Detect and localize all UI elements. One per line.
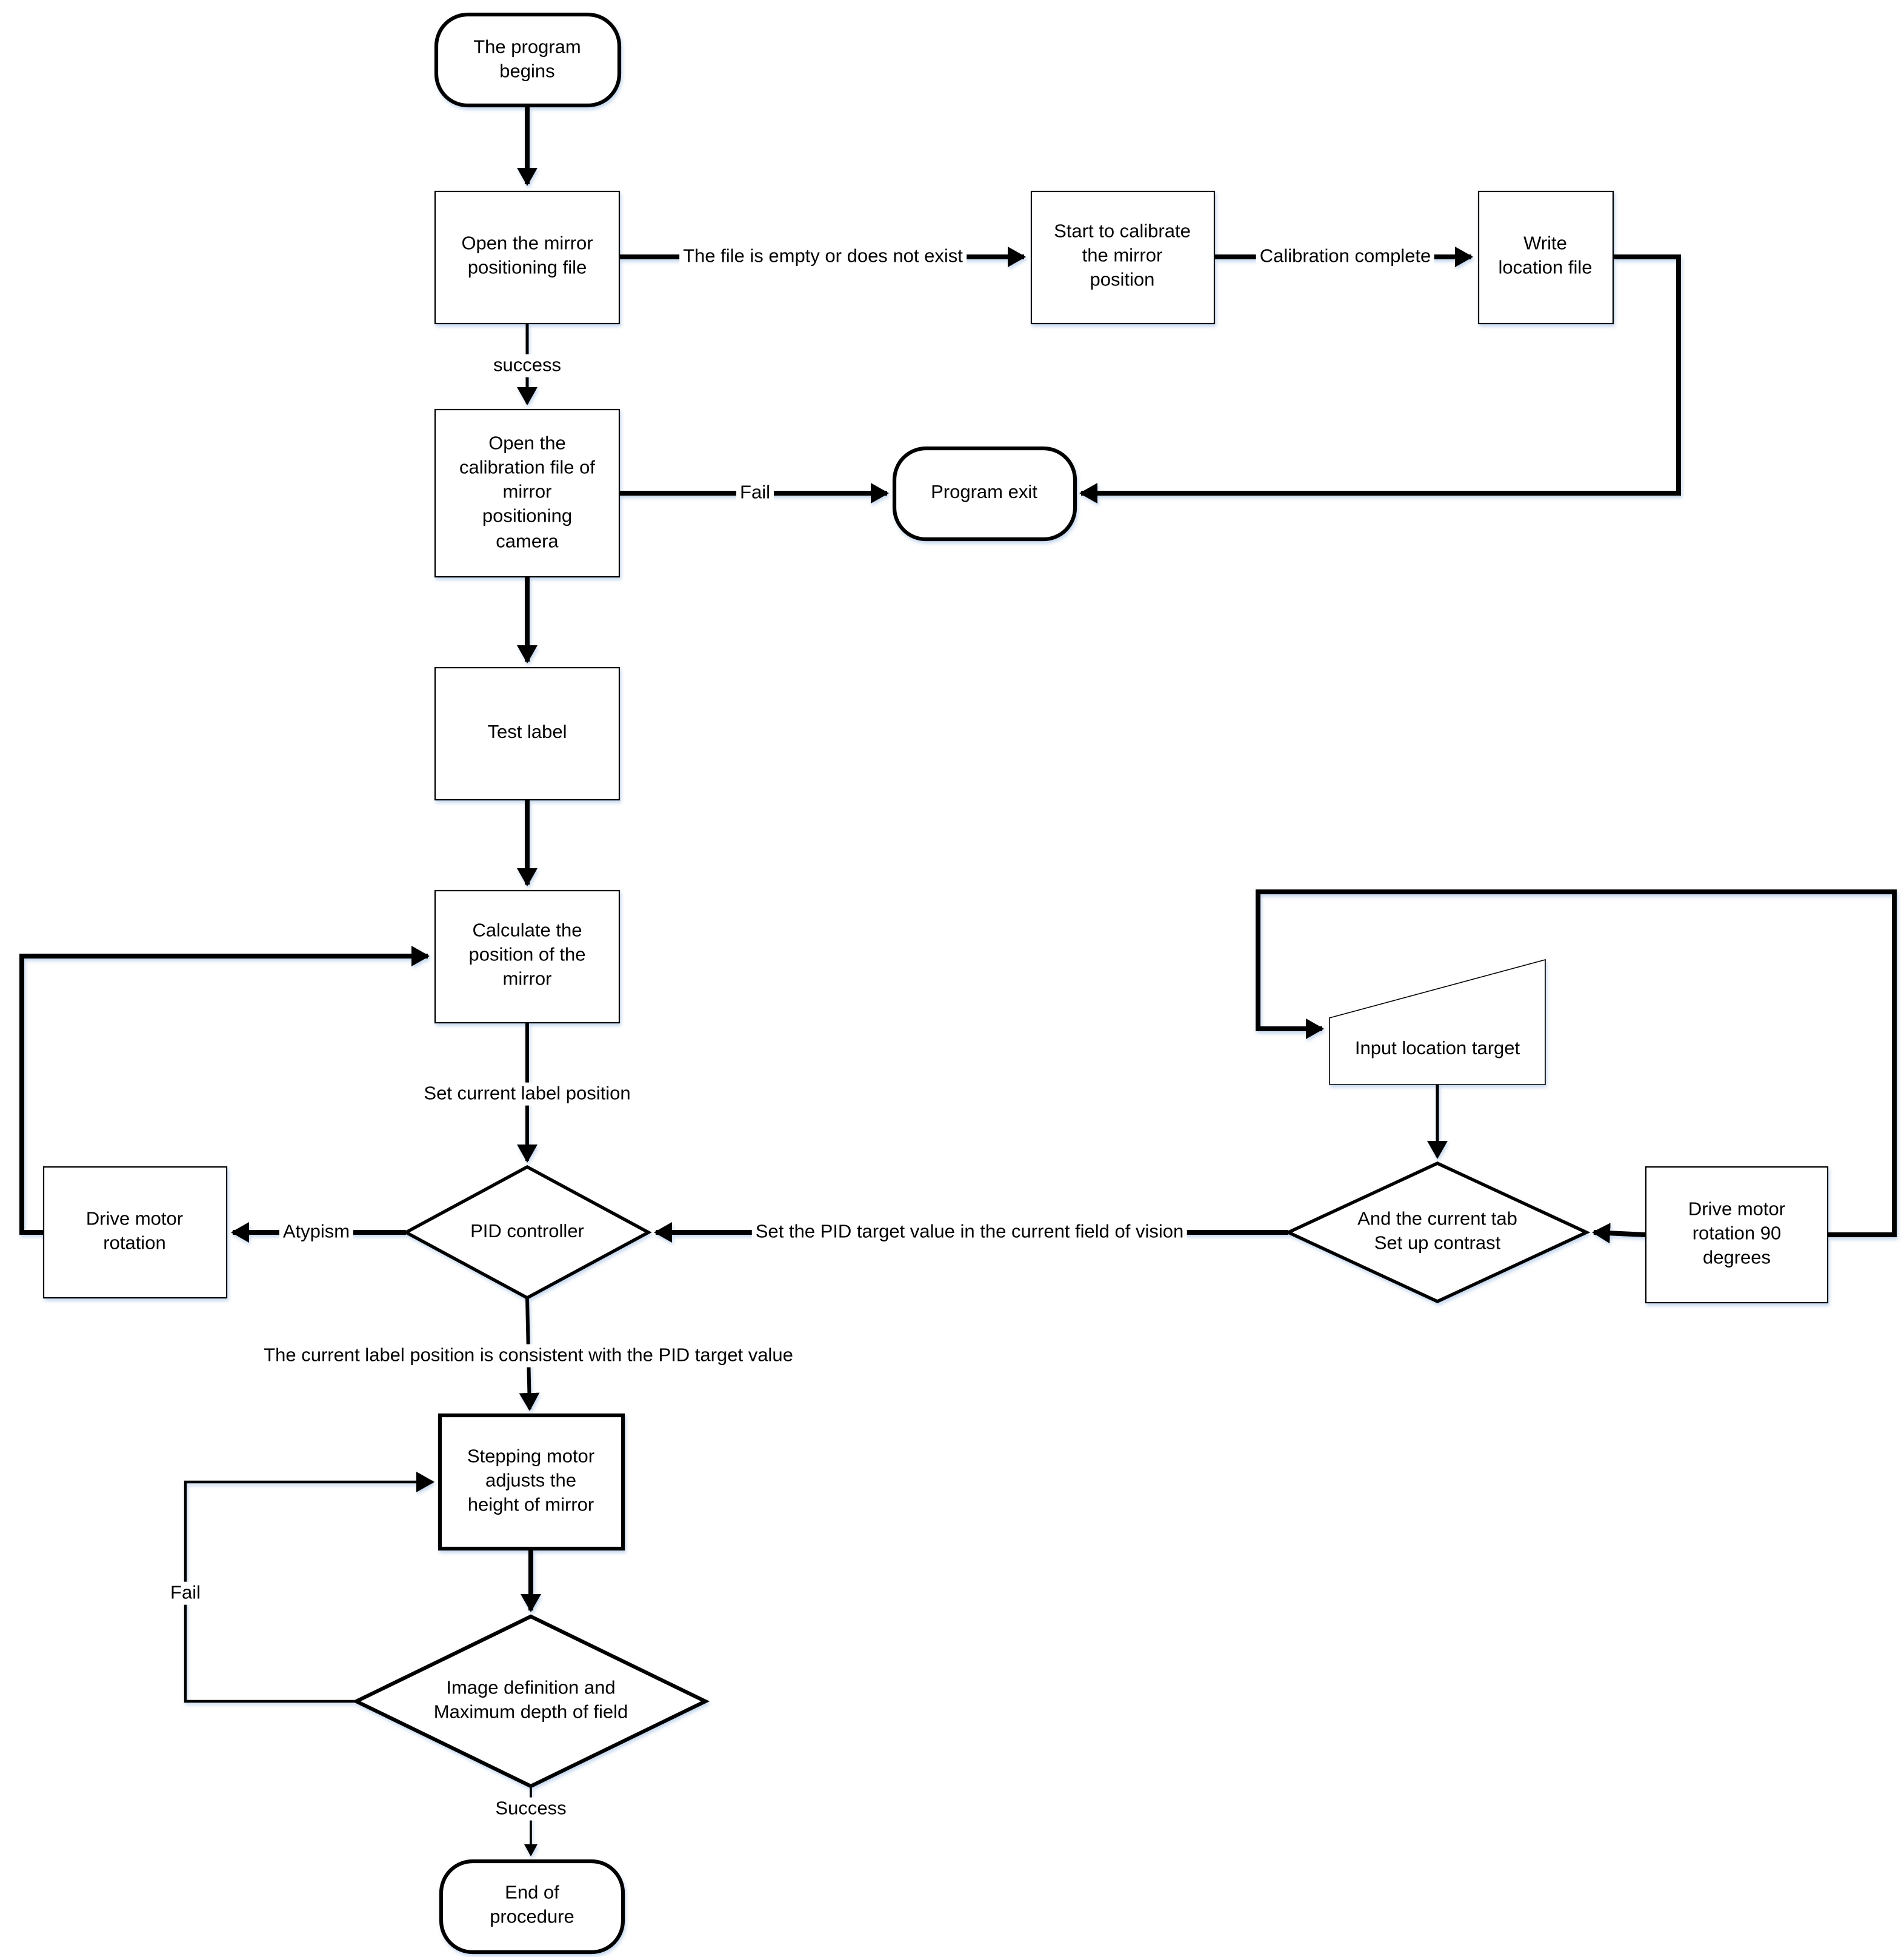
edge-label-success-end: Success (491, 1797, 570, 1821)
program-exit-label: Program exit (931, 482, 1037, 503)
calibrate-label: Start to calibrate the mirror position (1054, 221, 1191, 291)
edge-label-fail-loop: Fail (167, 1581, 204, 1606)
edge-label-file-empty: The file is empty or does not exist (679, 245, 967, 269)
node-stepping-motor-process (438, 1413, 625, 1551)
calc-position-label: Calculate the position of the mirror (468, 920, 586, 991)
stepping-motor-label: Stepping motor adjusts the height of mir… (467, 1446, 595, 1517)
node-drive-motor-90-process (1645, 1166, 1829, 1304)
write-location-label: Write location file (1498, 233, 1593, 279)
image-definition-label: Image definition and Maximum depth of fi… (433, 1678, 628, 1723)
edge-label-calibration-complete: Calibration complete (1256, 245, 1435, 269)
node-image-definition-decision (351, 1614, 710, 1789)
drive-motor-label: Drive motor rotation (85, 1209, 184, 1254)
node-open-file-process (434, 190, 621, 325)
node-input-target-manual-input (1329, 959, 1546, 1085)
node-calibrate-process (1030, 190, 1216, 325)
node-contrast-decision (1284, 1161, 1591, 1303)
edge-label-fail-exit: Fail (736, 481, 774, 505)
end-label: End of procedure (490, 1882, 574, 1928)
node-drive-motor-process (42, 1166, 228, 1299)
edge-label-consistent: The current label position is consistent… (260, 1344, 797, 1368)
node-program-exit-terminator (892, 446, 1077, 542)
pid-label: PID controller (470, 1221, 584, 1242)
edge-label-success: success (490, 354, 565, 378)
edge-write-location-to-program-exit (1079, 254, 1681, 503)
node-end-terminator (439, 1859, 625, 1955)
test-label-label: Test label (487, 722, 567, 743)
input-target-label: Input location target (1354, 1038, 1520, 1059)
start-label: The program begins (473, 37, 581, 82)
edge-drive-motor-90-loop-to-input-target (1256, 889, 1897, 1237)
drive-motor-90-label: Drive motor rotation 90 degrees (1688, 1199, 1786, 1269)
node-pid-decision (402, 1165, 652, 1300)
node-open-calibration-process (434, 408, 621, 578)
edge-label-set-current-label: Set current label position (420, 1082, 634, 1106)
edge-drive-motor-loop-to-calc-position (19, 946, 430, 1235)
edge-drive-motor-90-to-contrast (1592, 1223, 1646, 1244)
contrast-label: And the current tab Set up contrast (1357, 1209, 1517, 1254)
open-file-label: Open the mirror positioning file (461, 233, 593, 279)
edge-label-set-pid-target: Set the PID target value in the current … (751, 1220, 1188, 1244)
node-test-label-process (434, 666, 621, 801)
edge-label-atypism: Atypism (279, 1220, 354, 1244)
node-start-terminator (434, 12, 622, 108)
edge-image-definition-fail-loop-to-stepping-motor (184, 1472, 434, 1703)
open-calibration-label: Open the calibration file of mirror posi… (459, 433, 595, 552)
node-write-location-process (1477, 190, 1614, 325)
node-calc-position-process (434, 889, 621, 1024)
